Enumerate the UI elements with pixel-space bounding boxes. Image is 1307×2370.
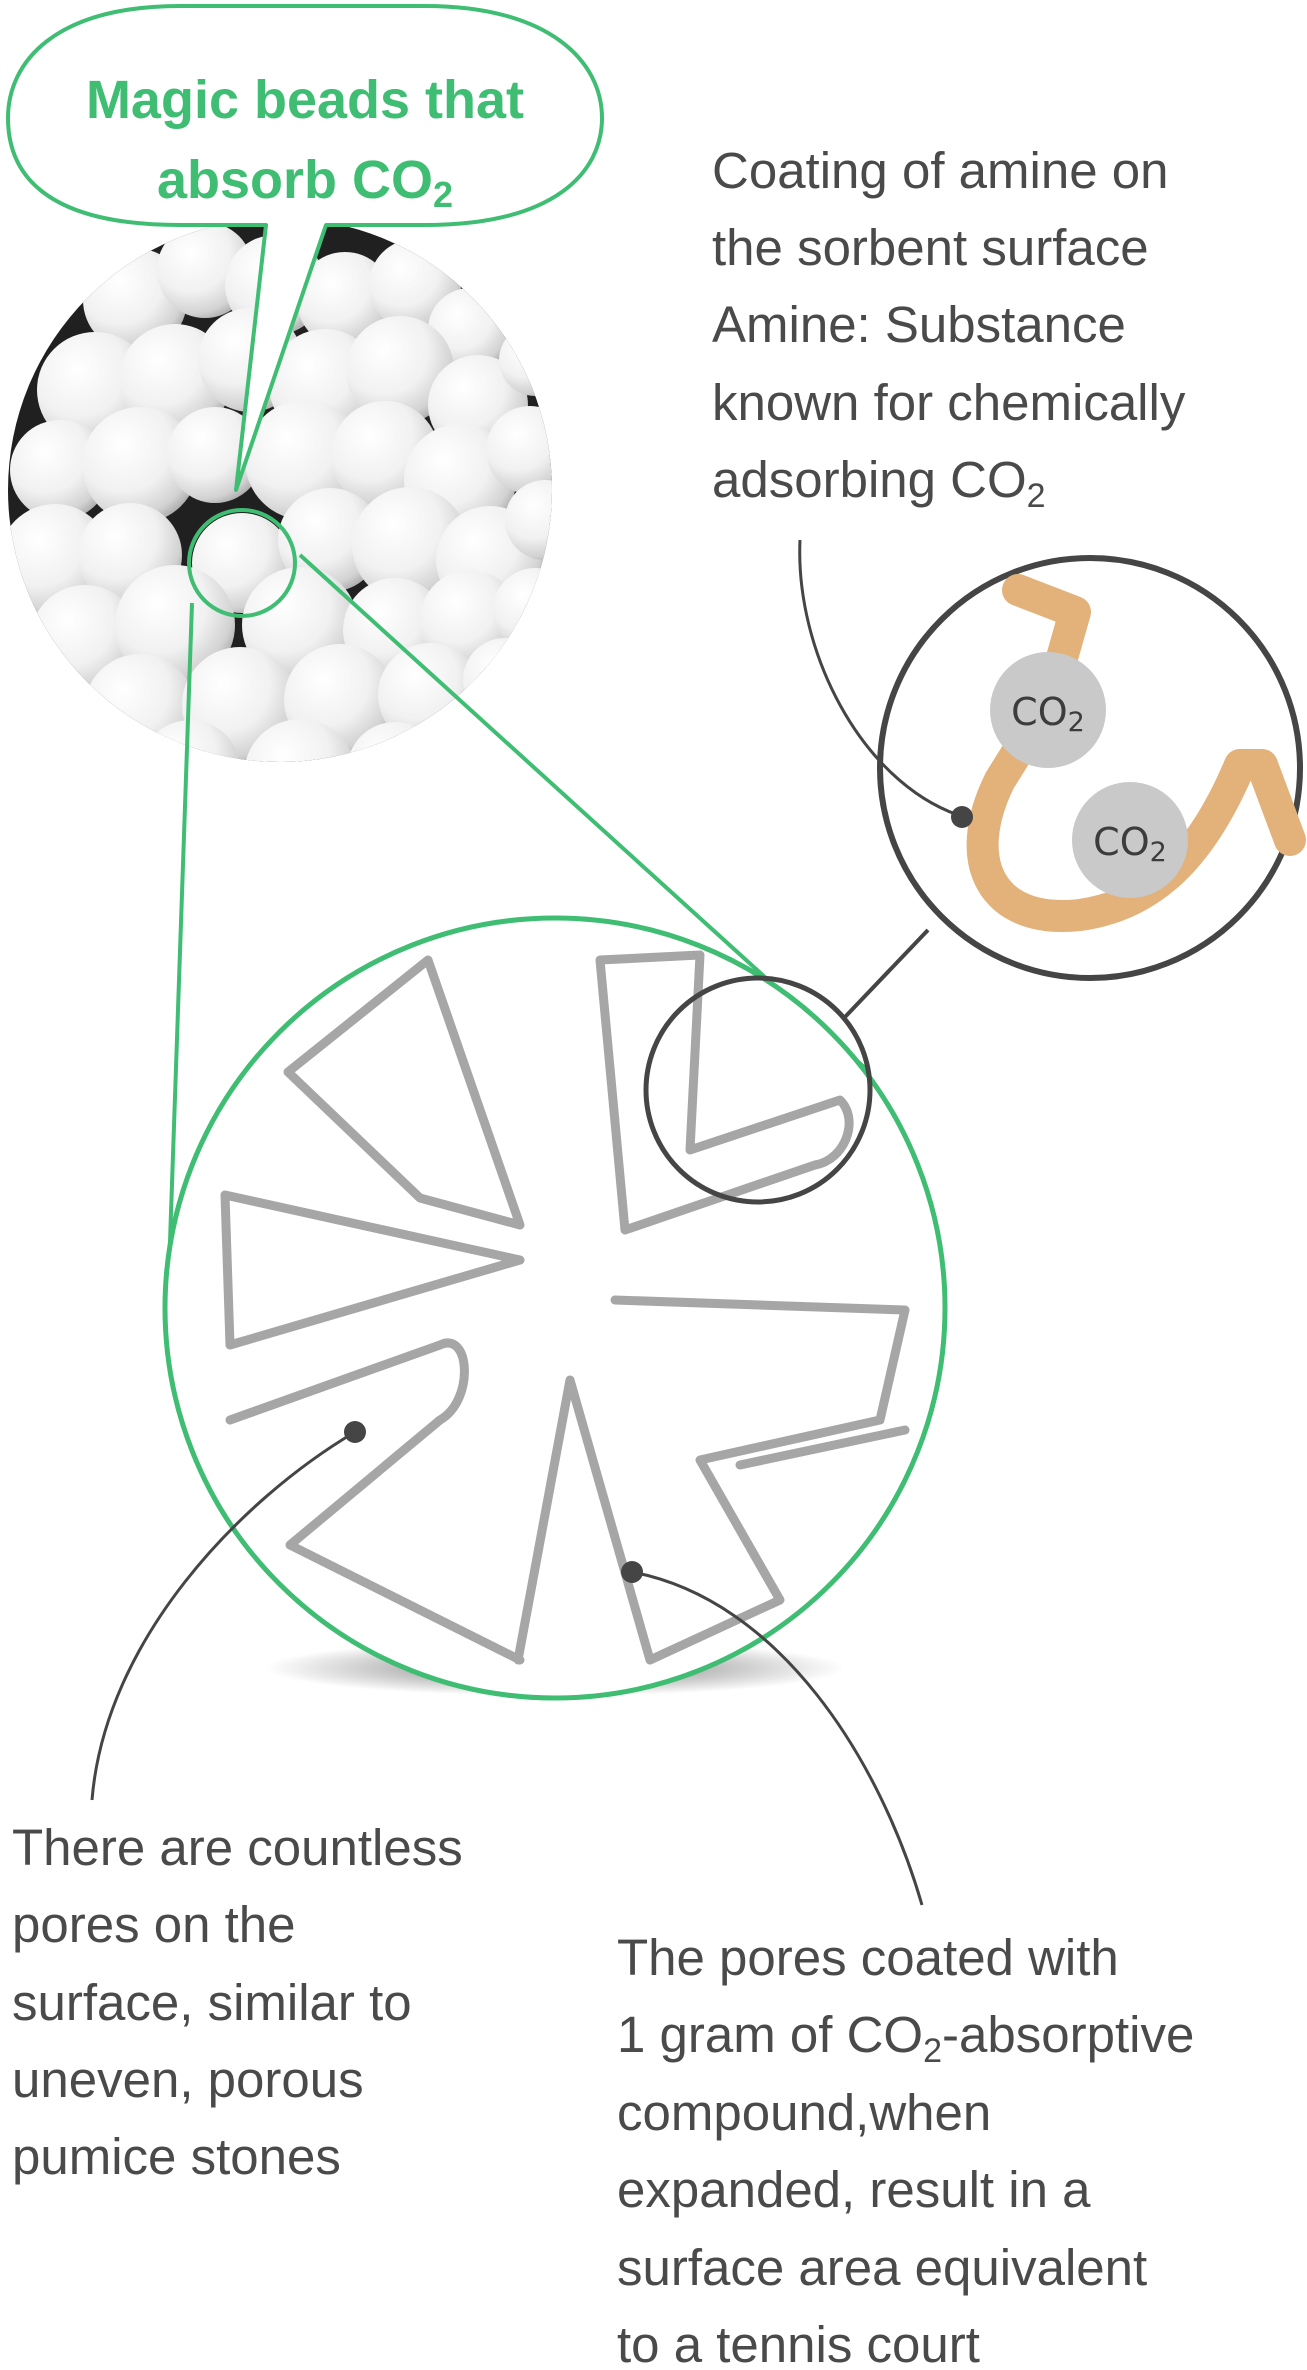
- bead: [84, 654, 196, 762]
- area-note: The pores coated with 1 gram of CO2-abso…: [617, 1929, 1194, 2370]
- bead: [140, 720, 240, 762]
- amine-note-line-1: Coating of amine on: [712, 142, 1168, 199]
- title-bubble: Magic beads that absorb CO2: [6, 4, 604, 492]
- pores-note-line-3: surface, similar to: [12, 1974, 412, 2031]
- magnifier-connector: [843, 928, 930, 1019]
- bead: [347, 722, 443, 762]
- bead: [82, 407, 198, 523]
- pores-note: There are countless pores on the surface…: [12, 1819, 463, 2185]
- pores-note-line-4: uneven, porous: [12, 2051, 364, 2108]
- bead: [486, 406, 552, 494]
- bead: [463, 638, 547, 722]
- amine-note-line-4: known for chemically: [712, 374, 1186, 431]
- area-note-line-5: surface area equivalent: [617, 2239, 1147, 2296]
- leader-line-amine: [798, 539, 959, 817]
- zoom-line-left: [166, 602, 194, 1301]
- area-note-line-4: expanded, result in a: [617, 2161, 1091, 2218]
- co2-label-a: CO2: [1011, 690, 1085, 738]
- title-line-1: Magic beads that: [86, 70, 524, 130]
- area-note-line-1: The pores coated with: [617, 1929, 1119, 1986]
- area-note-line-2: 1 gram of CO2-absorptive: [617, 2006, 1194, 2070]
- leader-line-area: [631, 1570, 924, 1906]
- leader-dot-area: [621, 1561, 643, 1583]
- co2-molecule-a: [990, 652, 1106, 768]
- amine-note-line-3: Amine: Substance: [712, 296, 1126, 353]
- pores-note-line-5: pumice stones: [12, 2128, 341, 2185]
- bead-cross-section: [162, 915, 948, 1701]
- amine-zoom-circle: CO2 CO2: [877, 555, 1306, 981]
- co2-molecule-b: [1072, 782, 1188, 898]
- pores-note-line-1: There are countless: [12, 1819, 463, 1876]
- pore-magnifier: [643, 975, 873, 1205]
- leader-line-pores: [90, 1430, 356, 1801]
- co2-label-b: CO2: [1093, 820, 1167, 868]
- selected-bead-ring: [187, 508, 297, 618]
- bead: [244, 719, 356, 762]
- area-note-line-6: to a tennis court: [617, 2316, 980, 2370]
- bead: [346, 316, 454, 424]
- pore-outline: [220, 950, 910, 1665]
- amine-note: Coating of amine on the sorbent surface …: [712, 142, 1186, 515]
- leader-dot-pores: [344, 1421, 366, 1443]
- pores-note-line-2: pores on the: [12, 1896, 296, 1953]
- area-note-line-3: compound,when: [617, 2084, 991, 2141]
- bead: [297, 252, 393, 348]
- amine-note-line-5: adsorbing CO2: [712, 451, 1046, 515]
- amine-chain: [966, 574, 1306, 932]
- bead: [499, 324, 552, 396]
- bead: [505, 480, 552, 560]
- leader-dot-amine: [951, 806, 973, 828]
- title-line-2: absorb CO2: [157, 150, 453, 215]
- bead: [10, 420, 110, 520]
- amine-note-line-2: the sorbent surface: [712, 219, 1149, 276]
